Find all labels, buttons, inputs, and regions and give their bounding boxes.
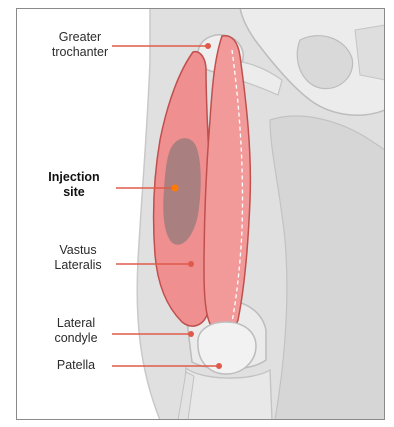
label-injection-site: Injection site [32, 170, 116, 200]
label-greater-trochanter: Greater trochanter [40, 30, 120, 60]
label-lateral-condyle: Lateral condyle [40, 316, 112, 346]
label-lateral-condyle-line2: condyle [40, 331, 112, 346]
label-vastus-lateralis-line1: Vastus [40, 243, 116, 258]
label-vastus-lateralis: Vastus Lateralis [40, 243, 116, 273]
label-lateral-condyle-line1: Lateral [40, 316, 112, 331]
label-vastus-lateralis-line2: Lateralis [40, 258, 116, 273]
label-patella: Patella [40, 358, 112, 373]
label-greater-trochanter-line1: Greater [40, 30, 120, 45]
label-injection-site-line1: Injection [32, 170, 116, 185]
label-greater-trochanter-line2: trochanter [40, 45, 120, 60]
label-injection-site-line2: site [32, 185, 116, 200]
